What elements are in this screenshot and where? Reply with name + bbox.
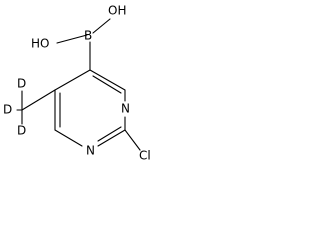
atom-boron: B	[84, 29, 92, 43]
bond-c5a-c5	[54, 69, 91, 91]
bond-c2-n3	[97, 129, 126, 147]
bond-b-oh	[92, 18, 111, 34]
atom-deuterium-top: D	[17, 77, 26, 91]
bond-c5-c6-inner	[92, 75, 122, 94]
atom-deuterium-bottom: D	[17, 124, 26, 138]
atom-ho-left: HO	[31, 37, 49, 51]
bond-b-ho	[56, 34, 88, 44]
atom-nitrogen-right: N	[121, 102, 130, 116]
atom-nitrogen-bottom: N	[86, 144, 95, 158]
atom-labels: OH HO B N N Cl D D D	[3, 4, 151, 163]
bond-c2-cl	[124, 129, 141, 151]
bond-lines	[16, 18, 141, 151]
bond-n3-c4	[54, 129, 83, 147]
atom-chlorine: Cl	[139, 149, 151, 163]
bond-c2-n3-inner	[97, 126, 122, 142]
atom-oh-top: OH	[108, 4, 126, 18]
chemical-structure-diagram: OH HO B N N Cl D D D	[3, 4, 151, 163]
bond-ring-cd3	[21, 89, 56, 111]
bond-c5-c6	[89, 69, 126, 91]
atom-deuterium-left: D	[3, 103, 12, 117]
